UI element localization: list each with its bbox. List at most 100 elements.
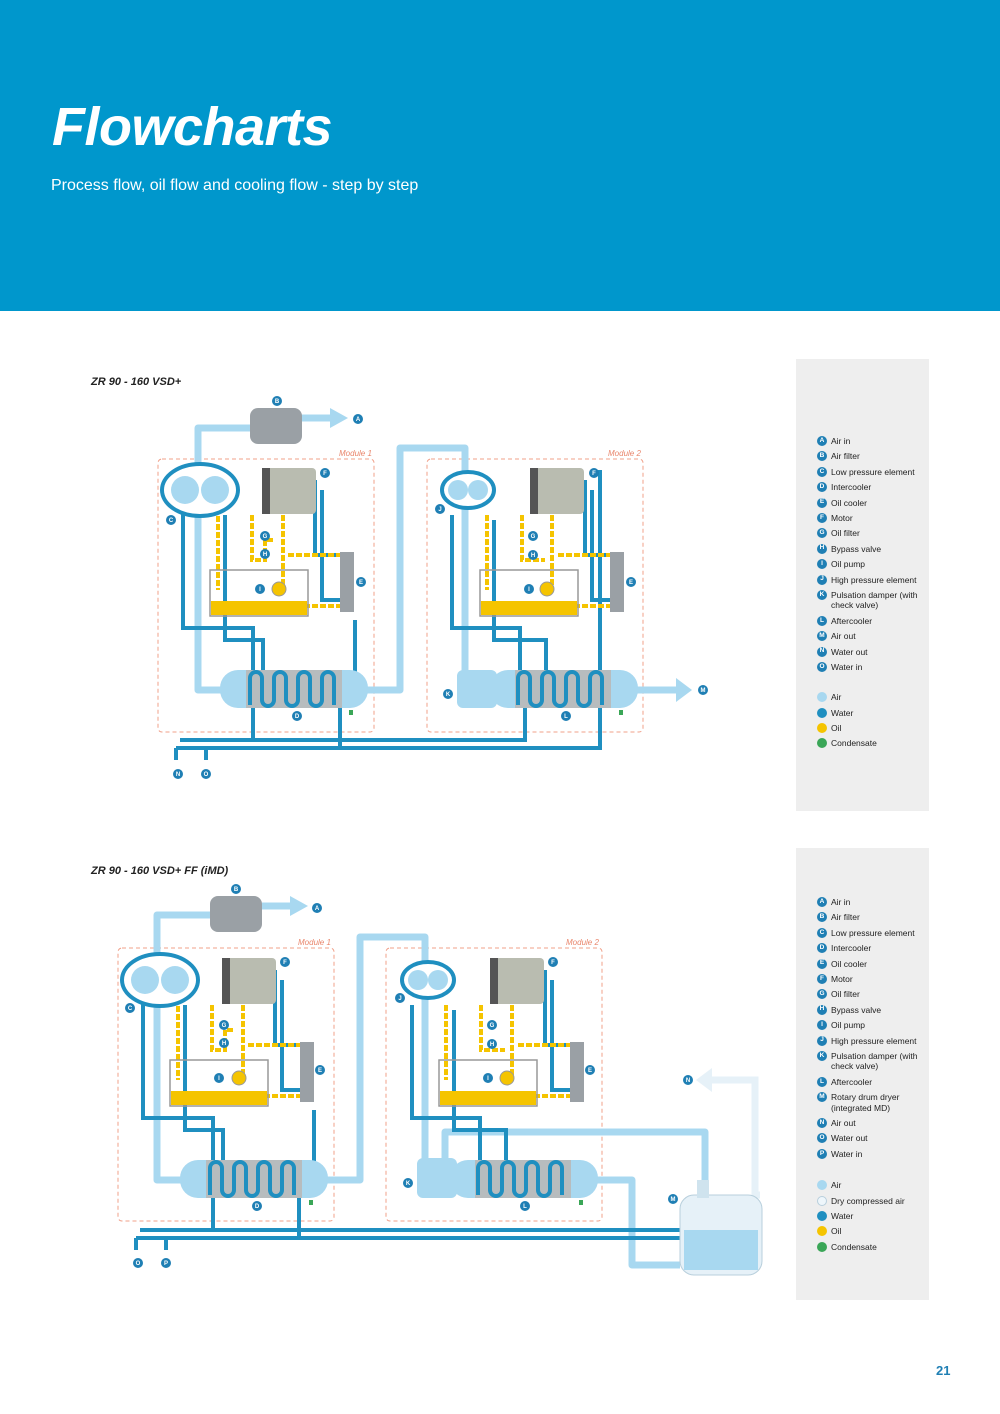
oil-pump-3 [231,1070,247,1086]
oil-sump-1 [209,569,309,617]
intercooler-coil-2 [208,1160,296,1198]
oil-path-2 [176,990,570,1098]
media2-item-water: Water [817,1211,905,1222]
svg-text:F: F [551,960,555,966]
marker-F-4 [548,957,558,967]
marker-L-2 [520,1201,530,1211]
air-out-arrow [676,678,692,702]
svg-text:I: I [487,1076,489,1082]
marker-L [561,711,571,721]
oil-sump-3-oil [171,1091,267,1105]
marker-E-1 [356,577,366,587]
marker-B [272,396,282,406]
marker-M-2 [668,1194,678,1204]
svg-text:M: M [671,1197,676,1203]
marker-M [698,685,708,695]
page-number: 21 [936,1363,951,1378]
diagram2-title: ZR 90 - 160 VSD+ FF (iMD) [91,865,229,877]
oil-pump-4 [499,1070,515,1086]
marker-K [443,689,453,699]
marker-D-2 [252,1201,262,1211]
air-filter-2 [210,896,262,932]
oil-sump-4-oil [440,1091,536,1105]
svg-text:J: J [398,996,401,1002]
svg-text:F: F [283,960,287,966]
svg-text:I: I [218,1076,220,1082]
oil-cooler-3 [300,1042,314,1102]
module1-boundary-2 [117,947,335,1222]
media2-item-condensate: Condensate [817,1241,905,1253]
marker-N-2 [683,1075,693,1085]
marker-I-3 [214,1073,224,1083]
marker-P [161,1258,171,1268]
motor-3 [222,958,276,1004]
pulsation-damper-2 [417,1158,457,1198]
svg-text:J: J [438,507,441,513]
marker-N [173,769,183,779]
marker-G-2 [528,531,538,541]
motor-2 [530,468,584,514]
header-banner: Flowcharts Process flow, oil flow and co… [0,0,1000,311]
media2-item-dry-air: Dry compressed air [817,1195,905,1206]
condensate-drain-1 [349,710,353,715]
media2-item-air: Air [817,1180,905,1191]
svg-text:D: D [255,1204,260,1210]
svg-text:H: H [490,1042,494,1048]
marker-F-1 [320,468,330,478]
pulsation-damper [457,670,497,708]
air-out-arrow-2 [696,1068,712,1092]
module1-label-2: Module 1 [298,938,331,947]
svg-text:B: B [275,399,280,405]
module1-label: Module 1 [339,449,372,458]
condensate-drain-2 [619,710,623,715]
svg-text:C: C [169,518,174,524]
oil-pump-2 [539,581,555,597]
marker-E-2 [626,577,636,587]
oil-cooler-2 [610,552,624,612]
svg-text:N: N [176,772,180,778]
diagram2-media-list: Air Dry compressed air Water Oil Condens… [817,1180,905,1257]
svg-text:A: A [356,417,361,423]
marker-H-3 [219,1038,229,1048]
marker-G-4 [487,1020,497,1030]
page-title: Flowcharts [52,97,333,157]
svg-text:I: I [259,587,261,593]
svg-text:H: H [263,552,267,558]
svg-text:B: B [234,887,239,893]
media2-item-oil: Oil [817,1226,905,1237]
marker-F-3 [280,957,290,967]
oil-cooler-1 [340,552,354,612]
svg-text:I: I [528,587,530,593]
svg-text:C: C [128,1006,133,1012]
oil-pump-1 [271,581,287,597]
svg-text:G: G [263,534,268,540]
air-in-arrow [330,408,348,428]
oil-cooler-4 [570,1042,584,1102]
oil-sump-3 [169,1059,269,1107]
svg-text:H: H [531,553,535,559]
marker-J-2 [395,993,405,1003]
svg-text:E: E [588,1068,592,1074]
marker-H-2 [528,550,538,560]
svg-text:F: F [592,471,596,477]
marker-F-2 [589,468,599,478]
condensate-drains-2 [309,1200,583,1205]
